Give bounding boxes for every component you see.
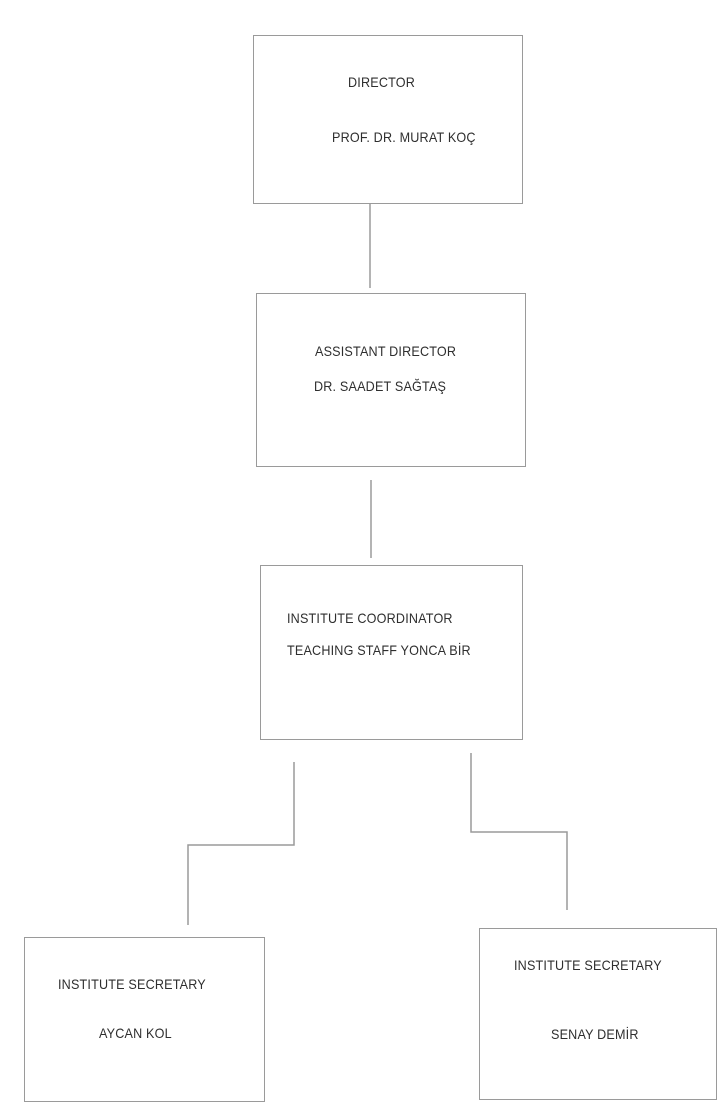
secretary-left-box: INSTITUTE SECRETARY AYCAN KOL [24,937,265,1102]
assistant-director-name: DR. SAADET SAĞTAŞ [314,378,447,394]
coordinator-title: INSTITUTE COORDINATOR [287,610,453,626]
assistant-director-title: ASSISTANT DIRECTOR [315,343,457,359]
assistant-director-box: ASSISTANT DIRECTOR DR. SAADET SAĞTAŞ [256,293,526,467]
director-name: PROF. DR. MURAT KOÇ [332,129,476,145]
secretary-right-title: INSTITUTE SECRETARY [514,957,662,973]
connector-coordinator-secretary-right [470,753,568,910]
secretary-right-box: INSTITUTE SECRETARY SENAY DEMİR [479,928,717,1100]
director-title: DIRECTOR [348,74,416,90]
secretary-left-name: AYCAN KOL [99,1025,172,1041]
coordinator-box: INSTITUTE COORDINATOR TEACHING STAFF YON… [260,565,523,740]
connector-coordinator-secretary-left [187,762,295,925]
secretary-left-title: INSTITUTE SECRETARY [58,976,206,992]
director-box: DIRECTOR PROF. DR. MURAT KOÇ [253,35,523,204]
coordinator-name: TEACHING STAFF YONCA BİR [287,642,471,658]
secretary-right-name: SENAY DEMİR [551,1026,639,1042]
